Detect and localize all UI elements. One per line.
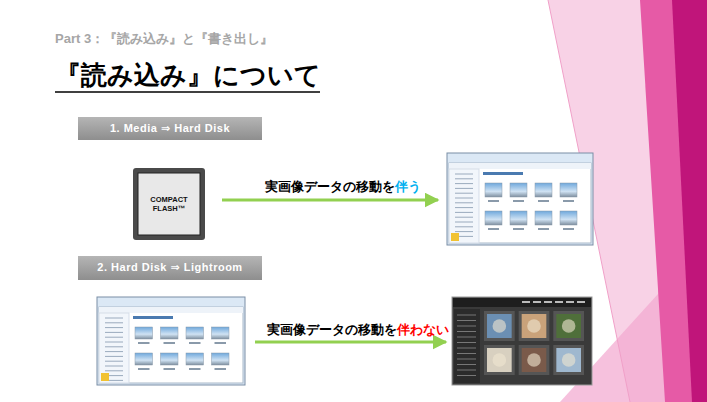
lightroom-window xyxy=(452,297,592,385)
memory-card: COMPACT FLASH™ xyxy=(138,173,200,235)
flow-arrow xyxy=(255,341,446,344)
arrow-label: 実画像データの移動を xyxy=(267,321,397,339)
card-label: COMPACT FLASH™ xyxy=(142,195,196,213)
section-banner: 2. Hard Disk ⇒ Lightroom xyxy=(78,256,262,280)
banner-text: 1. Media ⇒ Hard Disk xyxy=(110,122,230,135)
banner-text: 2. Hard Disk ⇒ Lightroom xyxy=(97,261,242,274)
slide-heading: 『読み込み』について xyxy=(55,58,321,93)
arrow-label-emphasis: 伴わない xyxy=(397,321,449,339)
explorer-window xyxy=(97,297,245,385)
arrow-label-emphasis: 伴う xyxy=(395,178,421,196)
card-face xyxy=(138,173,200,235)
decor-band xyxy=(672,0,707,402)
part-heading: Part 3：『読み込み』と『書き出し』 xyxy=(55,30,273,48)
section-banner: 1. Media ⇒ Hard Disk xyxy=(78,117,262,140)
decor-band xyxy=(640,0,707,402)
card-bezel xyxy=(133,168,205,240)
flow-arrow xyxy=(222,199,438,202)
explorer-window xyxy=(447,153,593,245)
arrow-label: 実画像データの移動を xyxy=(265,178,395,196)
title-underline xyxy=(55,91,320,93)
